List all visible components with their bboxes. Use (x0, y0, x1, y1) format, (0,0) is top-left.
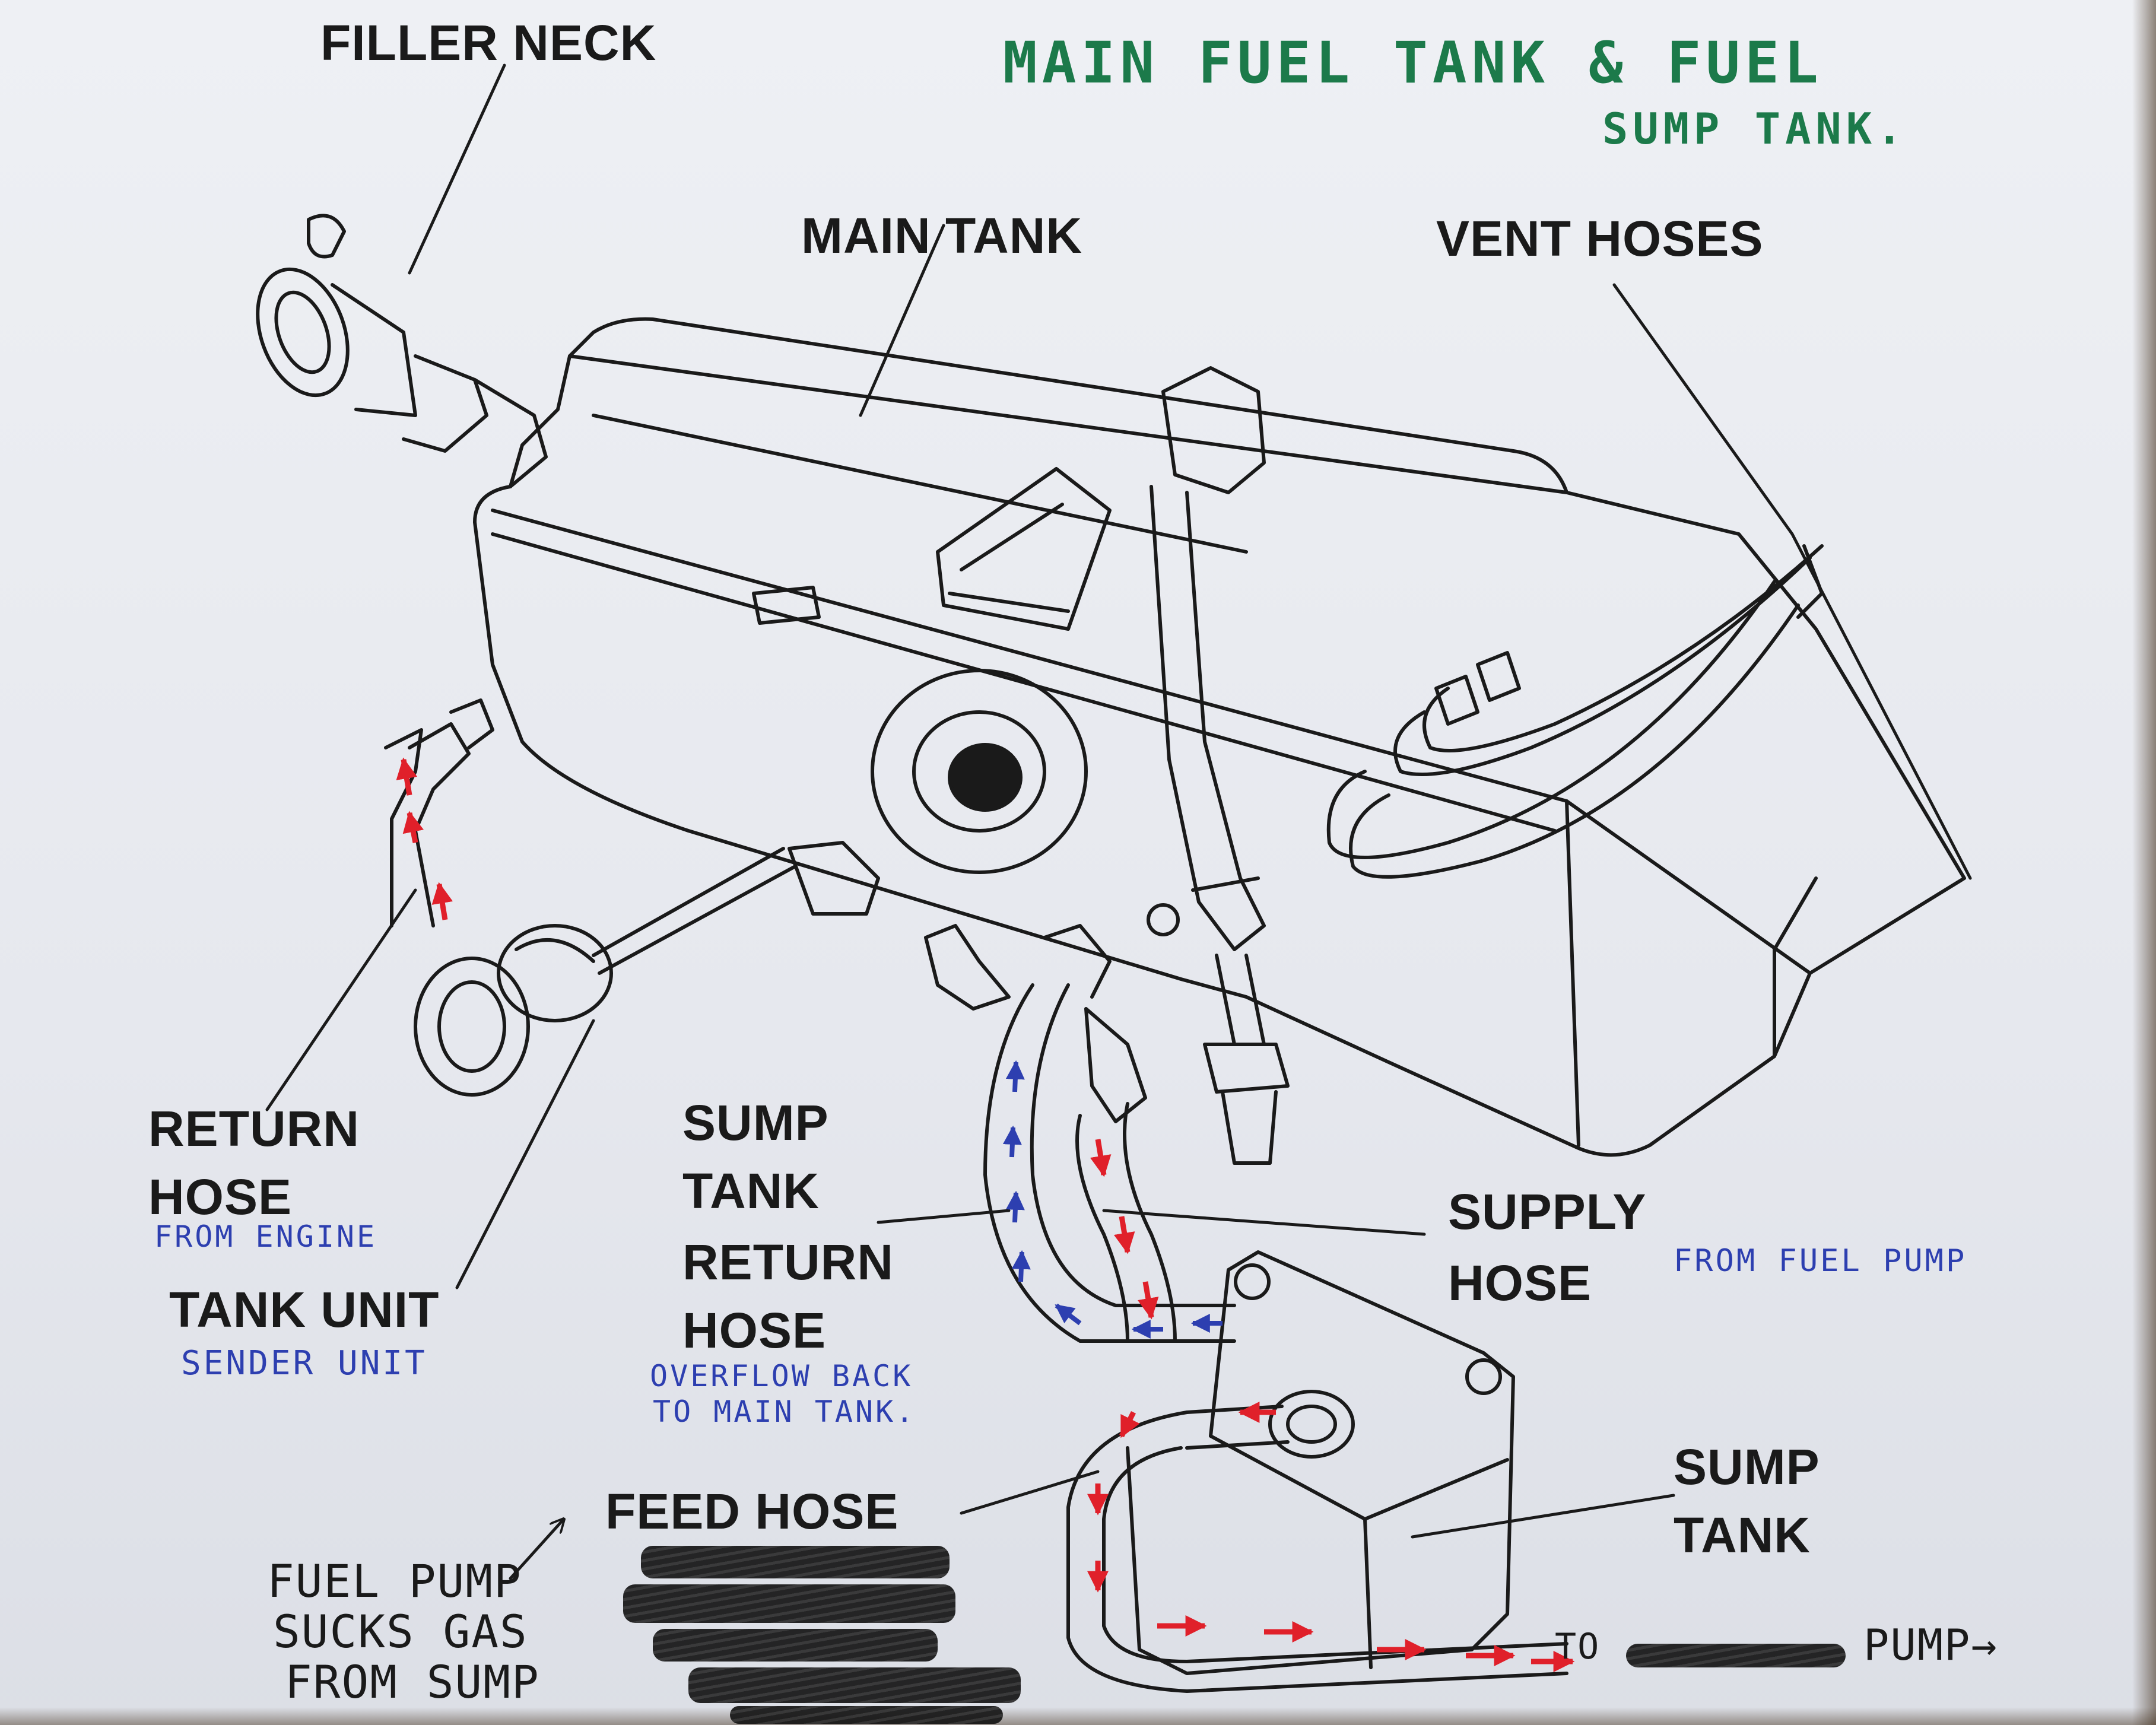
scribbled-out-text (1626, 1644, 1846, 1667)
note-sender-unit: SENDER UNIT (181, 1344, 427, 1383)
main-tank-shape (473, 317, 1966, 1157)
scribbled-out-text (653, 1629, 938, 1662)
label-vent-hoses: VENT HOSES (1436, 211, 1764, 266)
vent-hoses-shape (1326, 544, 1824, 879)
label-supply-hose-line2: HOSE (1448, 1255, 1592, 1311)
note-fuel-pump-line2: SUCKS GAS (273, 1605, 528, 1658)
label-sump-tank-return-hose-line4: HOSE (682, 1303, 827, 1358)
mounting-stud-shape (1147, 903, 1290, 1165)
tank-unit-shape (414, 841, 880, 1097)
paper-bottom-shadow (0, 1707, 2156, 1725)
note-from-engine: FROM ENGINE (154, 1219, 377, 1254)
scribbled-out-text (641, 1546, 950, 1578)
sender-opening-shape (871, 669, 1088, 874)
sump-return-hose-shape (983, 983, 1236, 1343)
label-return-hose-line2: HOSE (148, 1169, 293, 1225)
handwritten-title-line2: SUMP TANK. (1602, 104, 1907, 154)
scribbled-out-text (623, 1584, 955, 1623)
label-tank-unit: TANK UNIT (169, 1282, 440, 1338)
handwritten-title-line1: MAIN FUEL TANK & FUEL (1003, 30, 1823, 96)
sump-tank-shape (1126, 1250, 1515, 1675)
note-overflow-line1: OVERFLOW BACK (650, 1359, 913, 1393)
feed-hose-shape (1066, 1411, 1568, 1693)
label-sump-tank-line1: SUMP (1674, 1439, 1820, 1495)
label-return-hose-line1: RETURN (148, 1101, 360, 1157)
note-fuel-pump-line3: FROM SUMP (285, 1656, 540, 1708)
supply-hose-shape (1075, 1102, 1177, 1343)
scribbled-out-text (688, 1667, 1021, 1703)
tank-outlet-fittings-shape (924, 924, 1147, 1123)
note-pump: PUMP→ (1863, 1620, 1998, 1670)
blue-flow-arrows (1002, 1060, 1223, 1339)
paper-edge-shadow (2132, 0, 2156, 1725)
label-filler-neck: FILLER NECK (320, 15, 657, 71)
note-to: TO (1555, 1626, 1601, 1667)
leader-lines (265, 63, 1972, 1580)
note-fuel-pump-line1: FUEL PUMP (267, 1555, 522, 1608)
vent-pipe-shape (1150, 366, 1266, 951)
label-sump-tank-return-hose-line2: TANK (682, 1163, 820, 1219)
red-flow-arrows (396, 757, 1575, 1672)
note-overflow-line2: TO MAIN TANK. (653, 1394, 916, 1429)
label-feed-hose: FEED HOSE (605, 1483, 899, 1539)
label-main-tank: MAIN TANK (801, 208, 1083, 263)
label-sump-tank-return-hose-line1: SUMP (682, 1095, 829, 1151)
label-supply-hose-line1: SUPPLY (1448, 1184, 1647, 1240)
note-from-fuel-pump: FROM FUEL PUMP (1674, 1243, 1967, 1279)
label-sump-tank-return-hose-line3: RETURN (682, 1234, 894, 1290)
filler-neck-shape (256, 214, 548, 488)
scribbled-out-text (730, 1706, 1003, 1724)
label-sump-tank-line2: TANK (1674, 1507, 1811, 1563)
